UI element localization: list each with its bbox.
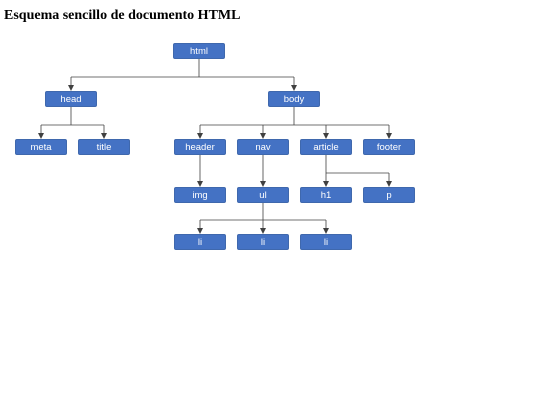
node-body: body [268,91,320,107]
node-head: head [45,91,97,107]
node-meta: meta [15,139,67,155]
page-title: Esquema sencillo de documento HTML [4,8,241,23]
node-footer: footer [363,139,415,155]
node-li-1: li [174,234,226,250]
node-li-2: li [237,234,289,250]
node-title: title [78,139,130,155]
node-ul: ul [237,187,289,203]
node-li-3: li [300,234,352,250]
node-header: header [174,139,226,155]
node-nav: nav [237,139,289,155]
node-img: img [174,187,226,203]
node-html: html [173,43,225,59]
node-article: article [300,139,352,155]
node-p: p [363,187,415,203]
connector-group [38,59,392,234]
node-h1: h1 [300,187,352,203]
